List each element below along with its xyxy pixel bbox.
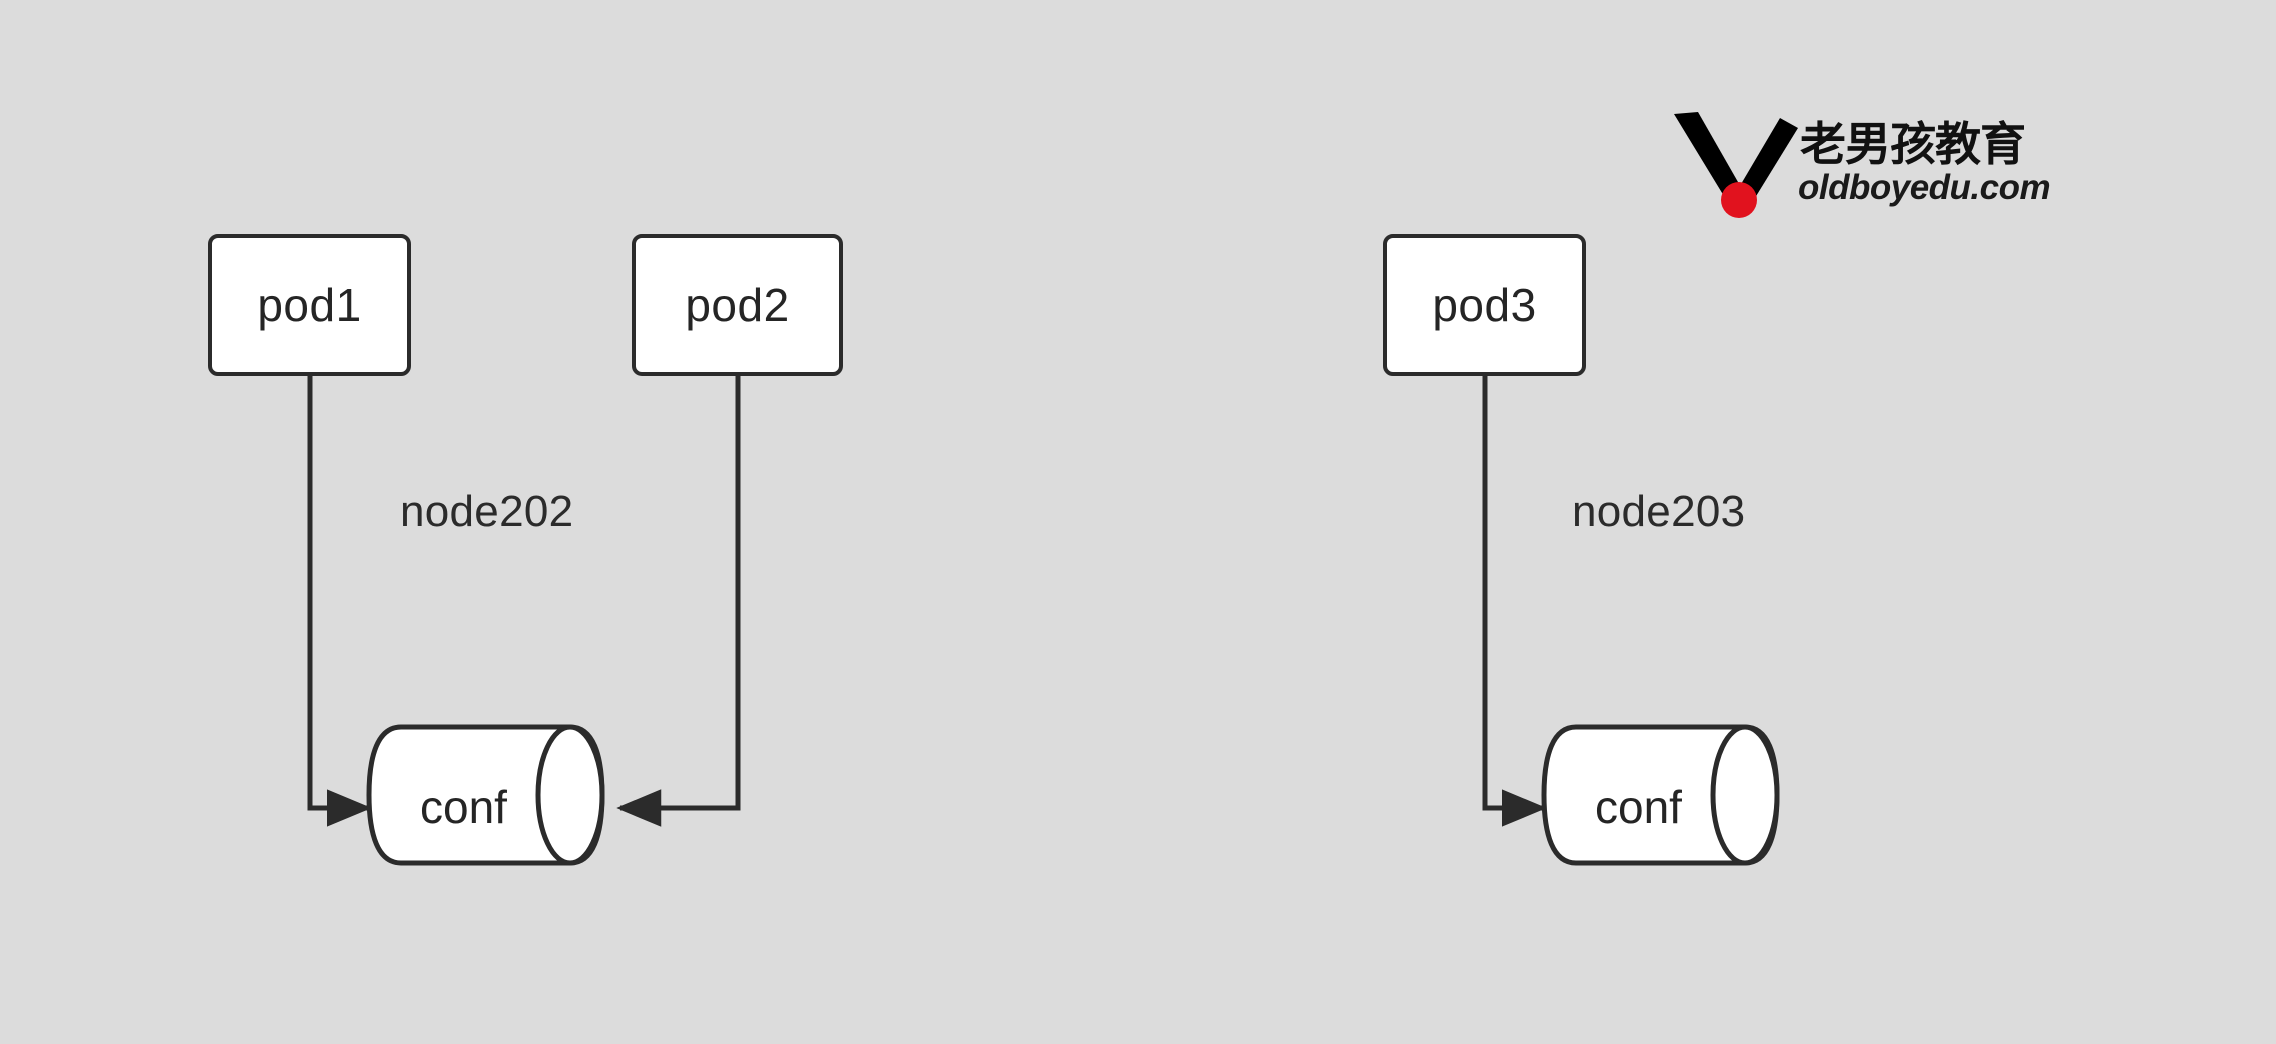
brand-domain: oldboyedu.com (1798, 168, 2051, 207)
pod-box-pod2[interactable]: pod2 (632, 234, 843, 376)
conf-label-node202: conf (420, 781, 507, 833)
edge-pod3-to-conf2 (1482, 376, 1547, 827)
edge-pod1-to-conf1 (307, 376, 372, 827)
conf-cylinder-node203 (1541, 724, 1780, 866)
node-label-node203: node203 (1572, 487, 1746, 536)
conf-cylinder-node202 (366, 724, 605, 866)
pod-box-pod1[interactable]: pod1 (208, 234, 411, 376)
brand-logo: 老男孩教育 oldboyedu.com (1672, 112, 2051, 222)
pod-label: pod1 (257, 279, 362, 331)
brand-cn-name: 老男孩教育 (1800, 117, 2026, 171)
pod-label: pod2 (685, 279, 790, 331)
node-label-node202: node202 (400, 487, 574, 536)
conf-label-node203: conf (1595, 781, 1682, 833)
oldboyedu-v-mark (1674, 112, 1798, 218)
edge-pod2-to-conf1 (616, 376, 741, 827)
pod-box-pod3[interactable]: pod3 (1383, 234, 1586, 376)
pod-label: pod3 (1432, 279, 1537, 331)
